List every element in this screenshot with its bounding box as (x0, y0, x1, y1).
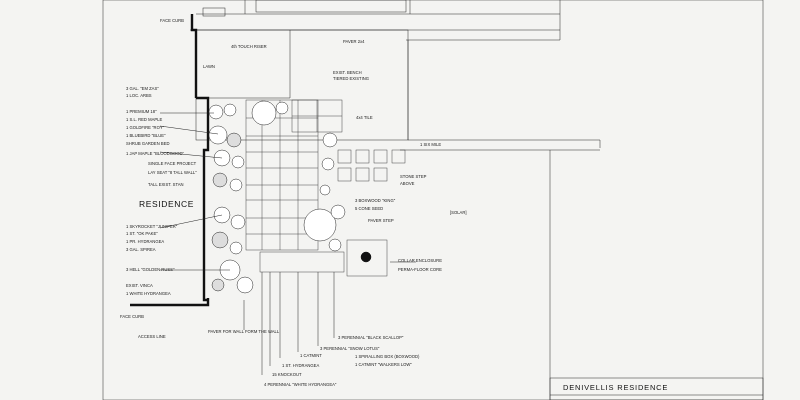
title-block: DENIVELLIS RESIDENCE (549, 377, 764, 400)
leader-lines (159, 112, 416, 375)
label-left-16: 3 HELL "GOLDEN RUSS" (126, 267, 175, 272)
label-upper-c: LAWN (203, 64, 215, 69)
label-mid-7: 1 SIX MILE (420, 142, 441, 147)
label-left-19: FACE CURB (120, 314, 144, 319)
planting-bed-right (303, 132, 346, 252)
label-left-6: 1 BLUEBIRD "BLUE" (126, 133, 166, 138)
label-mid-10: PERMA-FLOOR CORE (398, 267, 442, 272)
label-upper-d: EXIST. BENCH (333, 70, 362, 75)
label-bot-7: 15 KNOCKOUT (272, 372, 302, 377)
label-bot-9: 1 SPIRALLING BOX (BOXWOOD) (355, 354, 420, 359)
label-left-14: 1 PR. HYDRANGEA (126, 239, 164, 244)
label-bot-2: PAVER FOR WALL FORM THE WALL (208, 329, 280, 334)
label-mid-8: [SOLAR] (450, 210, 467, 215)
label-bot-10: 1 CATMINT "WALKERS LOW" (355, 362, 412, 367)
project-title: DENIVELLIS RESIDENCE (563, 383, 668, 392)
label-left-4: 1 S.L. RED MAPLE (126, 117, 163, 122)
label-bot-3: 3 PERENNIAL "BLACK SCALLOP" (338, 335, 404, 340)
lawn-outline (190, 0, 601, 400)
label-left-11: TALL EXIST. STAN (148, 182, 184, 187)
label-bot-8: 4 PERENNIAL "WHITE HYDRANGEA" (264, 382, 337, 387)
label-left-9: SINGLE FACE PROJECT (148, 161, 197, 166)
label-left-13: 1 ST. "OK PAKE" (126, 231, 158, 236)
label-left-15: 3 GAL. SPIREA (126, 247, 156, 252)
label-bot-6: 1 ST. HYDRANGEA (282, 363, 319, 368)
label-left-2: 1 LOC. ARBS (126, 93, 152, 98)
label-left-8: 1 JAP MAPLE "BLOODGOOD" (126, 151, 185, 156)
label-left-3: 1 PREMIUM 18" (126, 109, 157, 114)
label-mid-6: ABOVE (400, 181, 415, 186)
label-upper-e: TIERED EXISTING (333, 76, 369, 81)
label-left-5: 1 GOLDFIRE "ROY" (126, 125, 165, 130)
label-upper-b: PAVER 2x4 (343, 39, 365, 44)
label-mid-3: 5 CONE SEED (355, 206, 383, 211)
label-left-17: EXIST. VINCA (126, 283, 153, 288)
label-left-7: SHRUB GARDEN BED (126, 141, 170, 146)
label-top-left: FACE CURB (160, 18, 184, 23)
enclosure (346, 239, 388, 277)
label-left-10: LAY SEAT "8 TALL WALL" (148, 170, 197, 175)
label-bot-4: 3 PERENNIAL "SNOW LOTUS" (320, 346, 380, 351)
label-mid-5: STONE STEP (400, 174, 427, 179)
label-mid-9: COLLAR ENCLOSURE (398, 258, 442, 263)
label-left-18: 1 WHITE HYDRANGEA (126, 291, 171, 296)
label-upper-a: 4th TOUCH RISER (231, 44, 267, 49)
label-mid-1: 4x4 TILE (356, 115, 373, 120)
residence-wall (130, 14, 210, 307)
label-bot-1: ACCESS LINE (138, 334, 166, 339)
label-left-12: 1 SKYROCKET "JUNIPER" (126, 224, 178, 229)
sheet-border (102, 0, 764, 400)
stepping-stones (337, 149, 406, 182)
planting-bed-left (208, 100, 289, 294)
label-left-1: 3 GAL. "EM ZAS" (126, 86, 159, 91)
label-mid-4: PAVER STEP (368, 218, 394, 223)
residence-label: RESIDENCE (139, 199, 194, 209)
label-bot-5: 1 CATMINT (300, 353, 322, 358)
label-mid-2: 3 BOXWOOD "KING" (355, 198, 396, 203)
